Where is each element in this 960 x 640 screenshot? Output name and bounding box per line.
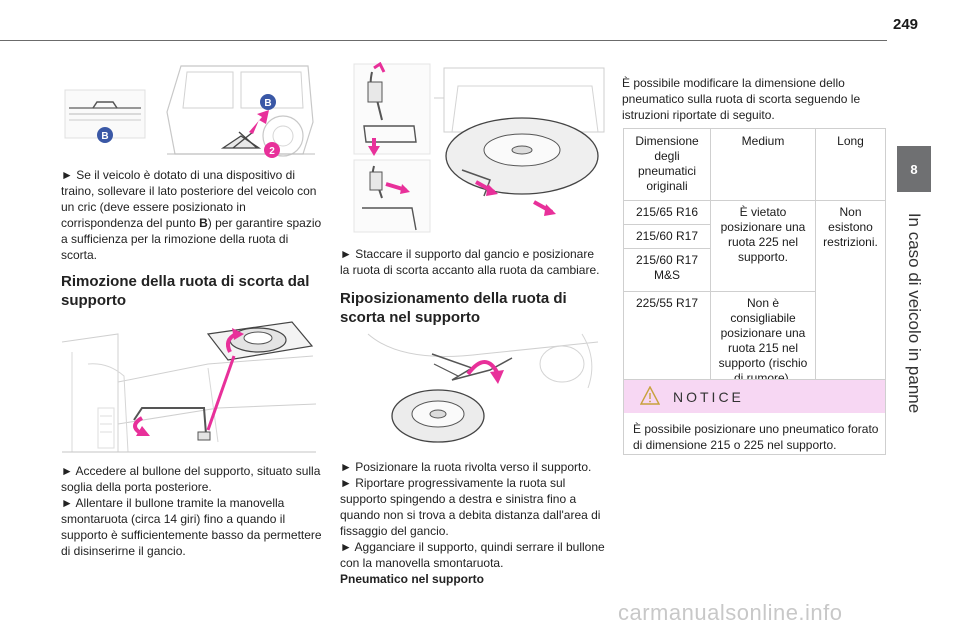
- warning-icon: [640, 386, 660, 405]
- paragraph-jack-text-b: ) per garantire spazio a sufficienza per…: [61, 216, 322, 262]
- heading-riposizionamento: Riposizionamento della ruota di scorta n…: [340, 290, 567, 326]
- header-rule: [0, 40, 887, 41]
- table-header-row: Dimensione degli pneumatici originali Me…: [623, 128, 886, 201]
- chapter-title-text: In caso di veicolo in panne: [905, 212, 925, 414]
- cell-long-no-restrictions: Non esistono restrizioni.: [815, 200, 886, 391]
- notice-text: È possibile posizionare uno pneumatico f…: [633, 422, 879, 452]
- header-long: Long: [815, 128, 886, 201]
- fig1-label-b-inset: B: [101, 131, 108, 142]
- fig1-label-2: 2: [269, 146, 275, 157]
- figure-jack-position: B B 2: [64, 65, 315, 158]
- notice-title: NOTICE: [673, 389, 744, 405]
- header-medium: Medium: [710, 128, 816, 201]
- row-size: 215/65 R16: [623, 200, 711, 225]
- table-row: 215/65 R16 È vietato posizionare una ruo…: [623, 200, 886, 391]
- chapter-title: In caso di veicolo in panne: [897, 198, 931, 428]
- row-size: 225/55 R17: [623, 291, 711, 391]
- header-original-size: Dimensione degli pneumatici originali: [623, 128, 711, 201]
- paragraph-intro: È possibile modificare la dimensione del…: [622, 76, 861, 122]
- figure-unhook-support: [353, 62, 605, 233]
- paragraph-jack: ► Se il veicolo è dotato di una disposit…: [61, 167, 323, 263]
- chapter-number: 8: [910, 161, 918, 177]
- notice-box: NOTICE È possibile posizionare uno pneum…: [623, 379, 886, 455]
- subheading-tyre-support: Pneumatico nel supporto: [340, 572, 485, 586]
- watermark: carmanualsonline.info: [618, 600, 843, 625]
- paragraph-hook-support: ► Agganciare il supporto, quindi serrare…: [340, 540, 605, 570]
- figure-bolt-access: [61, 321, 317, 453]
- paragraph-jack-text-a: ► Se il veicolo è dotato di una disposit…: [61, 168, 317, 230]
- cell-medium-225-forbidden: È vietato posizionare una ruota 225 nel …: [710, 200, 816, 292]
- row-size: 215/60 R17 M&S: [623, 248, 711, 292]
- paragraph-loosen-bolt: ► Allentare il bullone tramite la manove…: [61, 496, 322, 558]
- page-number: 249: [893, 16, 919, 33]
- paragraph-jack-point: B: [199, 216, 208, 230]
- table-row: 225/55 R17 Non è consigliabile posiziona…: [623, 291, 886, 391]
- figure-reposition-wheel: [367, 333, 599, 443]
- tyre-size-table: Dimensione degli pneumatici originali Me…: [623, 128, 886, 391]
- paragraph-unhook: ► Staccare il supporto dal gancio e posi…: [340, 247, 600, 277]
- table-row: 215/60 R17 M&S: [623, 248, 886, 292]
- row-size: 215/60 R17: [623, 224, 711, 249]
- heading-rimozione: Rimozione della ruota di scorta dal supp…: [61, 273, 310, 309]
- paragraph-push-wheel: ► Riportare progressivamente la ruota su…: [340, 476, 601, 538]
- fig1-label-b-top: B: [264, 98, 271, 109]
- cell-medium-215-not-advised: Non è consigliabile posizionare una ruot…: [710, 291, 816, 391]
- notice-header: NOTICE: [624, 380, 885, 413]
- paragraph-bolt-access: ► Accedere al bullone del supporto, situ…: [61, 464, 321, 494]
- table-row: 215/60 R17: [623, 224, 886, 249]
- chapter-tab[interactable]: 8: [897, 146, 931, 192]
- paragraph-position-wheel: ► Posizionare la ruota rivolta verso il …: [340, 460, 592, 474]
